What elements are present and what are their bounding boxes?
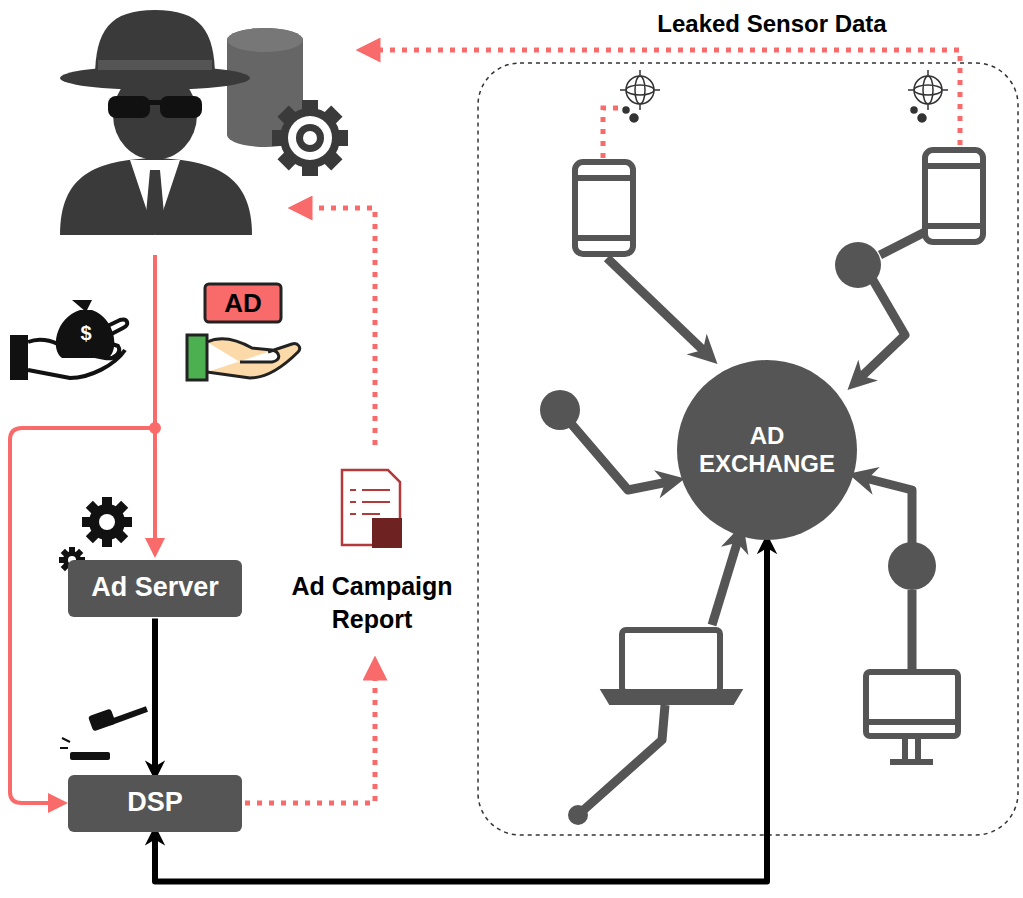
connector [155,542,767,882]
device-link [568,232,925,815]
leak-flow [245,50,960,803]
payment-flow [10,255,159,803]
attacker-figure [60,10,348,235]
connector [152,619,158,773]
flow-label: Leaked Sensor Data [612,8,932,39]
network-region [478,63,1018,835]
report-label: Ad Campaign Report [272,570,472,635]
process-box: Ad Server [68,560,242,617]
sensor-icon [620,70,948,122]
device-icon [575,150,983,762]
money-symbol: $ [70,320,102,346]
ad-icon-text: AD [205,287,281,321]
ad-offer-icon [187,284,300,380]
exchange-circle: AD EXCHANGE [677,360,857,540]
node-text: Ad Server [91,572,219,603]
gavel-icon [60,706,148,760]
payment-icon [10,300,127,380]
node-text: DSP [127,787,183,818]
report-icon [342,470,402,548]
process-box: DSP [68,775,242,832]
device-link-dot [540,242,936,825]
node-text: AD EXCHANGE [692,422,842,477]
